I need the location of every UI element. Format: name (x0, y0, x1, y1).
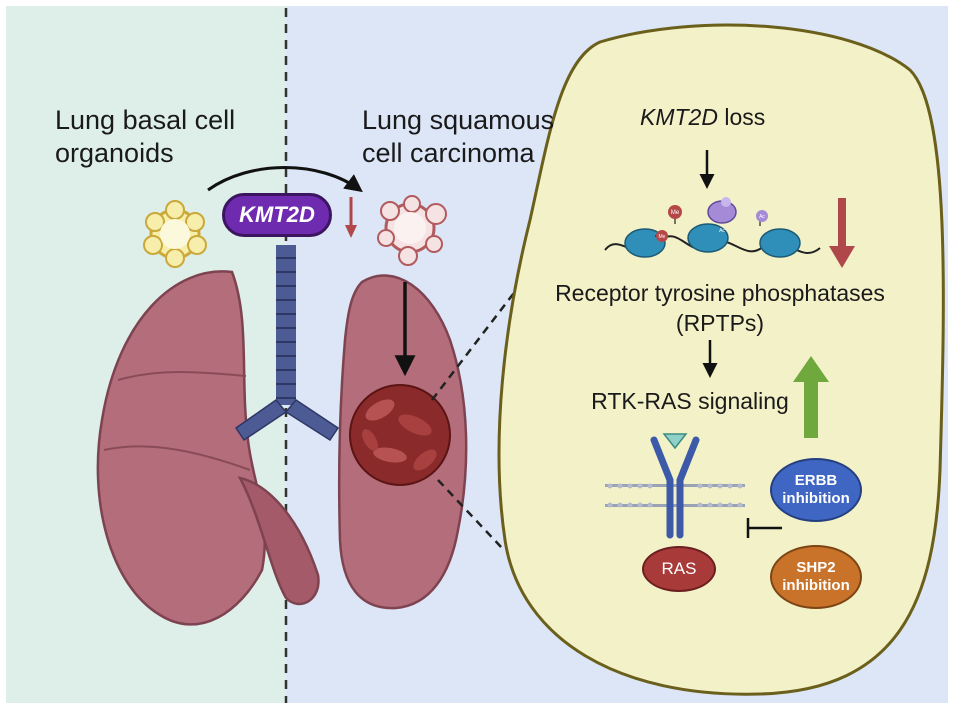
rptp-label: Receptor tyrosine phosphatases (RPTPs) (520, 278, 920, 338)
basal-organoid-icon (143, 200, 207, 268)
receptor-icon (650, 433, 700, 539)
chromatin-icon (604, 197, 821, 258)
shp2-line2: inhibition (782, 577, 850, 594)
erbb-line1: ERBB (794, 472, 838, 489)
cell-outline (497, 23, 945, 696)
organoid-label-line2: organoids (55, 138, 174, 168)
shp2-line1: SHP2 (796, 559, 836, 576)
loss-gene-name: KMT2D (640, 104, 718, 130)
carcinoma-organoid-icon (377, 195, 447, 266)
cell-membrane-icon (605, 483, 745, 508)
organoid-label-line1: Lung basal cell (55, 105, 236, 135)
rptp-decrease-arrow (829, 198, 855, 268)
kmt2d-loss-label: KMT2D loss (640, 104, 765, 131)
tumor-icon (349, 384, 451, 486)
loss-word: loss (717, 104, 766, 130)
kmt2d-decrease-arrow (345, 197, 357, 238)
carcinoma-label-line2: cell carcinoma (362, 138, 535, 168)
rptp-label-line1: Receptor tyrosine phosphatases (555, 280, 885, 306)
ac-mark-2: Ac (719, 228, 725, 234)
trachea-illustration (234, 245, 340, 442)
organoid-label: Lung basal cell organoids (55, 104, 235, 170)
me-mark-1: Me (671, 210, 680, 216)
erbb-line2: inhibition (782, 490, 850, 507)
carcinoma-label: Lung squamous cell carcinoma (362, 104, 554, 170)
inhibition-arrow (746, 518, 782, 538)
ligand-icon (662, 433, 688, 450)
kmt2d-gene-pill: KMT2D (222, 193, 332, 237)
ras-badge: RAS (642, 546, 716, 592)
transformation-arrow (207, 166, 363, 193)
ac-mark-1: Ac (759, 214, 765, 220)
me-mark-2: Me (659, 234, 666, 240)
rptp-label-line2: (RPTPs) (675, 310, 765, 336)
zoom-line-bottom (437, 479, 503, 549)
carcinoma-label-line1: Lung squamous (362, 105, 555, 135)
rtk-increase-arrow (793, 356, 829, 438)
rtk-ras-label: RTK-RAS signaling (591, 388, 789, 414)
zoom-line-top (431, 284, 521, 401)
